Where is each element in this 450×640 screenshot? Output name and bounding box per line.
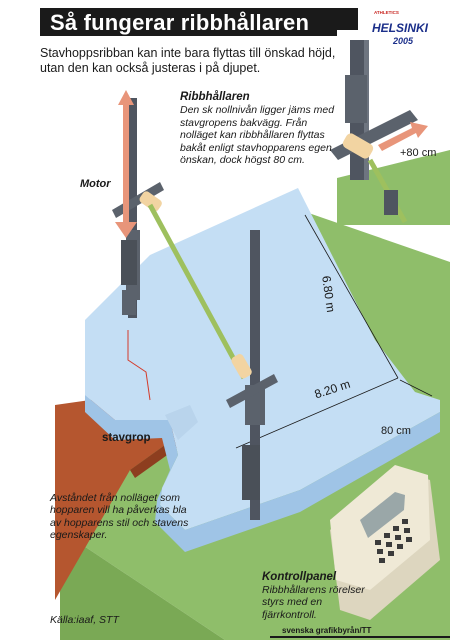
avstandet-text: Avståndet från nolläget som hopparen vil… bbox=[50, 492, 189, 542]
source-text: Källa:iaaf, STT bbox=[50, 614, 119, 626]
width-dim-line bbox=[235, 377, 399, 449]
control-screen bbox=[360, 492, 405, 538]
crossbar bbox=[147, 203, 247, 380]
cm80-dim-line bbox=[399, 379, 433, 397]
motor-cable bbox=[127, 330, 151, 401]
credit-text: svenska grafikbyrån/TT bbox=[282, 626, 372, 635]
main-sleeve bbox=[231, 354, 252, 379]
landing-mat-side bbox=[85, 395, 440, 552]
motor-sleeve bbox=[139, 191, 162, 212]
motor-lower-block bbox=[122, 290, 136, 315]
stavgrop-notch bbox=[165, 405, 198, 440]
main-pole bbox=[250, 230, 260, 520]
stavgrop-label: stavgrop bbox=[102, 432, 151, 444]
detail-block bbox=[345, 75, 367, 123]
detail-arrow bbox=[378, 122, 428, 151]
credit-bar-line bbox=[270, 636, 450, 638]
plus80-label: +80 cm bbox=[400, 147, 437, 159]
depth-dim-line bbox=[304, 214, 399, 379]
control-keypad bbox=[375, 519, 412, 563]
logo-year: 2005 bbox=[393, 36, 414, 46]
main-base bbox=[242, 445, 260, 500]
ribbhallaren-heading: Ribbhållaren bbox=[180, 91, 250, 103]
logo-badge bbox=[379, 12, 415, 48]
page-title: Så fungerar ribbhållaren bbox=[50, 10, 310, 35]
kontrollpanel-heading: Kontrollpanel bbox=[262, 571, 337, 583]
grass-shadow bbox=[60, 530, 225, 640]
title-bar bbox=[40, 8, 358, 36]
vertical-arrow bbox=[115, 90, 137, 238]
ribbhallaren-body: Den sk nollnivån ligger jäms med stavgro… bbox=[180, 104, 335, 167]
kontrollpanel-body: Ribbhållarens rörelser styrs med en fjär… bbox=[262, 584, 365, 621]
main-arm bbox=[226, 374, 278, 408]
motor-unit bbox=[121, 240, 137, 285]
motor-label: Motor bbox=[80, 178, 111, 190]
detail-sleeve bbox=[342, 133, 374, 159]
landing-mat bbox=[85, 188, 440, 530]
detail-grass bbox=[337, 150, 450, 225]
detail-base bbox=[384, 190, 398, 215]
logo-athletics: ATHLETICS bbox=[374, 10, 399, 15]
logo-helsinki: HELSINKI bbox=[372, 21, 429, 35]
intro-text: Stavhoppsribban kan inte bara flyttas ti… bbox=[40, 46, 336, 75]
cm80-label: 80 cm bbox=[381, 425, 411, 437]
